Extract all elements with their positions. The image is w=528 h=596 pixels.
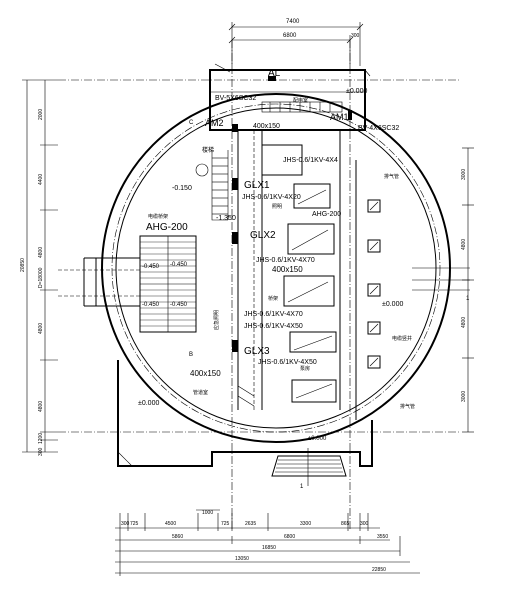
dim-top-small: 300 <box>351 33 360 39</box>
axis-mark-grid: 1 <box>466 296 470 302</box>
label-room-main: 配电室 <box>293 97 308 104</box>
dim-bottom-6: 2635 <box>245 521 256 527</box>
elev-small-a: -0.450 <box>170 262 188 268</box>
label-light-left: 应急照明 <box>213 310 220 330</box>
cable-glx3-out: JHS-0.6/1KV-4X50 <box>258 359 317 366</box>
label-room-lower: 管道室 <box>193 389 208 396</box>
dim-right-seg-2: 4800 <box>461 239 467 250</box>
axis-lines: C B 1 <box>58 40 470 530</box>
dim-bottom-row2-1: 5860 <box>172 534 183 540</box>
fan-unit-5 <box>367 355 381 369</box>
panel-glx2: GLX2 <box>250 230 276 241</box>
dim-bottom-3: 4500 <box>165 521 176 527</box>
label-stair: 楼梯 <box>202 146 214 154</box>
elev-shaft-2: -0.450 <box>142 302 160 308</box>
dim-bottom-8: 865 <box>341 521 350 527</box>
panel-am2: AM2 <box>205 118 224 128</box>
dim-bottom-5: 725 <box>221 521 230 527</box>
dim-right-seg-1: 3000 <box>461 169 467 180</box>
dim-top-part: 6800 <box>283 33 297 39</box>
al-panel-mark <box>268 76 276 81</box>
dim-left-seg-5: 4800 <box>38 401 44 412</box>
duct-ahg-left: AHG-200 <box>146 222 188 233</box>
elev-mid-left: -1.350 <box>216 215 236 222</box>
glx3-panel-mark <box>232 340 238 352</box>
dim-right-seg-4: 3000 <box>461 391 467 402</box>
duct-ahg-right: AHG-200 <box>312 211 341 218</box>
label-duct-left: 电缆桥架 <box>148 213 168 220</box>
dim-bottom-1: 300 <box>121 521 130 527</box>
cable-glx1-in: JHS-0.6/1KV-4X4 <box>283 157 338 164</box>
fan-unit-3 <box>367 283 381 297</box>
bottom-dimension-chain: 300 725 4500 1000 725 2635 3300 865 300 … <box>115 509 420 576</box>
dim-left-dia: D=18000 <box>38 267 44 288</box>
dim-bottom-row4: 13050 <box>235 556 249 562</box>
label-wall-right: 排气管 <box>384 173 399 180</box>
duct-top: 400x150 <box>253 123 280 130</box>
central-corridor: -0.150 -1.350 楼梯 GLX1 JHS-0.6/1KV-4X4 JH… <box>172 130 341 410</box>
bottom-stair: 1 <box>271 448 347 490</box>
dim-bottom-7: 3300 <box>300 521 311 527</box>
dim-bottom-row2-3: 3550 <box>377 534 388 540</box>
dim-left-seg-2: 4400 <box>38 174 44 185</box>
glx1-panel-mark <box>232 178 238 190</box>
panel-glx3: GLX3 <box>244 346 270 357</box>
right-wall-equipment: ±0.000 排气管 排气管 电缆竖井 ±0.000 <box>308 160 470 442</box>
cable-glx3-in: JHS-0.6/1KV-4X50 <box>244 323 303 330</box>
label-cable-tray: 桥架 <box>268 295 278 302</box>
dim-bottom-row2-2: 6800 <box>284 534 295 540</box>
elev-right: ±0.000 <box>382 301 403 308</box>
am2-panel-mark <box>232 124 238 132</box>
dim-top-total: 7400 <box>286 19 300 25</box>
lower-left-annex: ±0.000 管道室 <box>117 360 373 467</box>
label-pump-fan: 泵房 <box>300 365 310 372</box>
dim-bottom-9: 300 <box>360 521 369 527</box>
dim-right-seg-3: 4800 <box>461 317 467 328</box>
duct-low: 400x150 <box>190 369 221 378</box>
glx2-panel-mark <box>232 232 238 244</box>
fan-unit-4 <box>367 321 381 335</box>
dim-left-seg-6: 1200 <box>38 433 44 444</box>
label-lighting: 照明 <box>272 204 282 210</box>
left-shaft: -0.450 -0.450 -0.450 -0.450 AHG-200 电缆桥架 <box>58 213 197 333</box>
label-wall-right-2: 排气管 <box>400 403 415 410</box>
label-riser: 电缆竖井 <box>392 335 412 342</box>
dim-left-small: 300 <box>38 447 44 456</box>
elev-shaft-1: -0.450 <box>142 264 160 270</box>
elev-bottom-left: ±0.000 <box>138 400 159 407</box>
fan-unit-1 <box>367 199 381 213</box>
elev-bottom-right: ±0.000 <box>308 436 327 442</box>
cable-glx1-out: JHS-0.6/1KV-4X20 <box>242 194 301 201</box>
dim-bottom-row3: 16850 <box>262 545 276 551</box>
dim-bottom-4: 1000 <box>202 510 213 516</box>
dim-left-seg-4: 4800 <box>38 323 44 334</box>
elev-top: ±0.000 <box>346 88 367 95</box>
dim-left-total: 20850 <box>20 258 26 272</box>
dim-left-seg-3: 4800 <box>38 247 44 258</box>
dim-left-seg-1: 2000 <box>38 109 44 120</box>
elev-small-b: -0.450 <box>170 302 188 308</box>
duct-mid: 400x150 <box>272 265 303 274</box>
axis-mark-b: B <box>189 352 193 358</box>
cable-glx2-in: JHS-0.6/1KV-4X70 <box>256 257 315 264</box>
panel-al: AL <box>268 68 281 79</box>
panel-glx1: GLX1 <box>244 180 270 191</box>
fan-unit-2 <box>367 239 381 253</box>
top-dimension-chain: 7400 6800 300 <box>228 19 364 66</box>
cable-glx2-out: JHS-0.6/1KV-4X70 <box>244 311 303 318</box>
axis-bottom: 1 <box>300 484 304 490</box>
left-dimension-chain: 20850 D=18000 2000 4400 4800 4800 4800 1… <box>20 79 58 456</box>
axis-mark-c: C <box>189 120 194 126</box>
dim-bottom-2: 725 <box>130 521 139 527</box>
elev-upper-left: -0.150 <box>172 185 192 192</box>
dim-bottom-row5: 22850 <box>372 567 386 573</box>
